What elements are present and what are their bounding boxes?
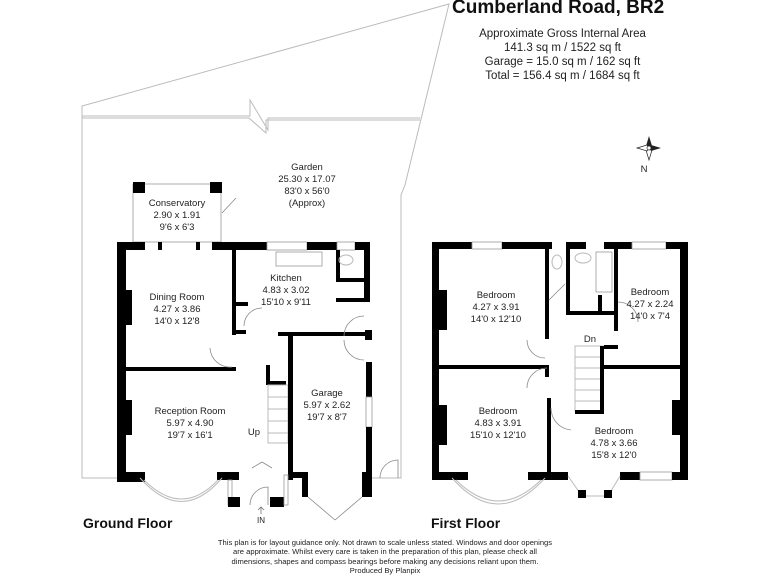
disclaimer-line: dimensions, shapes and compass bearings … <box>231 556 539 566</box>
area-heading: Approximate Gross Internal Area <box>479 28 646 40</box>
disclaimer-line: are approximate. Whilst every care is ta… <box>233 547 537 557</box>
area-total: Total = 156.4 sq m / 1684 sq ft <box>485 70 640 82</box>
area-summary: Approximate Gross Internal Area 141.3 sq… <box>455 27 670 83</box>
entrance-label: IN <box>257 516 265 525</box>
stairs-down-label: Dn <box>584 334 596 345</box>
disclaimer-line: This plan is for layout guidance only. N… <box>217 538 553 547</box>
producer-credit: Produced By Planpix <box>349 566 421 576</box>
garden-boundary <box>81 3 450 479</box>
area-internal: 141.3 sq m / 1522 sq ft <box>504 42 621 54</box>
first-floor-walls <box>432 241 688 505</box>
disclaimer: This plan is for layout guidance only. N… <box>190 538 580 576</box>
stairs-up-label: Up <box>248 427 260 438</box>
entrance-arrow-icon <box>257 506 265 514</box>
first-floor-title: First Floor <box>431 515 501 531</box>
area-garage: Garage = 15.0 sq m / 162 sq ft <box>484 56 641 68</box>
compass-north-label: N <box>641 164 648 175</box>
ground-floor-title: Ground Floor <box>83 515 173 531</box>
property-title: Cumberland Road, BR2 <box>452 0 665 18</box>
ground-floor-walls <box>117 182 399 521</box>
compass-icon <box>635 136 661 162</box>
